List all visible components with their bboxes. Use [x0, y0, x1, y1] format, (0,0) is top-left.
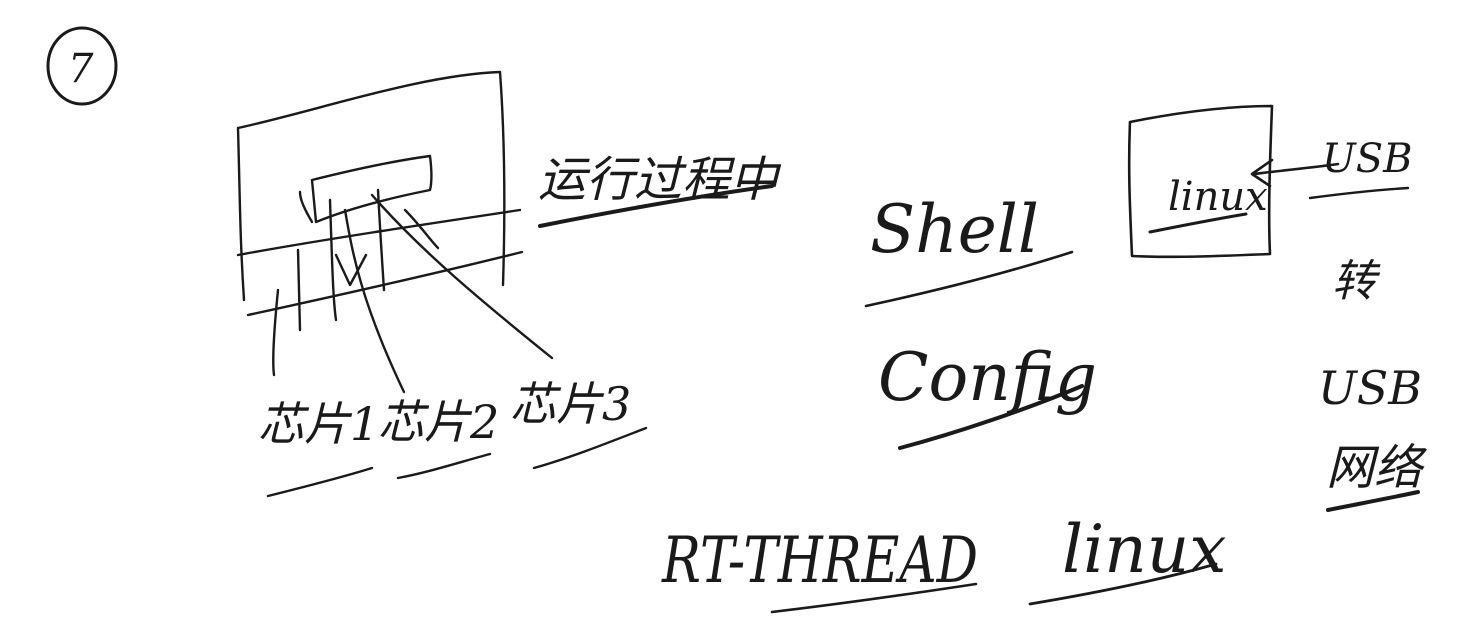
- linux-bottom-text: linux: [1062, 511, 1226, 588]
- vline-2: [328, 198, 338, 322]
- rtos-underline: [770, 582, 978, 614]
- usb-mid-text: USB: [1318, 361, 1422, 415]
- usb-arrow: [1250, 158, 1340, 188]
- leader-1: [272, 288, 280, 377]
- linux-bottom-underline: [1028, 562, 1218, 606]
- linux-box-underline: [1148, 212, 1248, 234]
- inner-chip: [310, 154, 433, 224]
- side-char: 转: [1332, 256, 1381, 307]
- step-circle: [46, 26, 118, 106]
- caption-text: 运行过程中: [538, 152, 782, 208]
- leader-3: [370, 193, 554, 360]
- chip-diagram: [236, 70, 554, 394]
- shell-text: Shell: [870, 191, 1039, 268]
- vline-1: [296, 248, 302, 332]
- underline-chip-3: [532, 426, 648, 470]
- config-underline: [898, 384, 1084, 450]
- chip-label-3: 芯片3: [510, 377, 631, 431]
- config-text: Config: [878, 339, 1097, 416]
- board-outline: [236, 70, 506, 302]
- caption-underline: [538, 184, 774, 228]
- usb-net: 网络: [1326, 440, 1427, 512]
- shell-underline: [864, 250, 1074, 308]
- chip-labels: 芯片1 芯片2 芯片3: [258, 377, 648, 498]
- chip-label-1: 芯片1: [258, 397, 379, 451]
- leader-3-hook: [403, 208, 440, 250]
- underline-chip-1: [266, 466, 374, 498]
- shell-term: Shell: [864, 191, 1074, 308]
- usb-top-text: USB: [1322, 136, 1413, 182]
- inner-chip-top: [298, 190, 314, 224]
- leader-2: [343, 208, 406, 394]
- usb-net-text: 网络: [1326, 440, 1427, 496]
- rail-lower: [246, 250, 524, 317]
- rtos-text: RT-THREAD: [661, 524, 978, 598]
- linux-box-text: linux: [1168, 174, 1268, 220]
- caption: 运行过程中: [538, 152, 782, 228]
- leader-2-arrow: [334, 253, 368, 287]
- underline-chip-2: [396, 452, 492, 480]
- step-number: 7: [68, 46, 94, 92]
- step-marker: 7: [46, 26, 118, 106]
- linux-bottom-term: linux: [1028, 511, 1226, 606]
- linux-box: [1127, 104, 1274, 259]
- rail-upper: [236, 208, 522, 257]
- usb-top-underline: [1308, 186, 1410, 200]
- config-term: Config: [878, 339, 1097, 450]
- usb-net-underline: [1326, 490, 1420, 512]
- linux-box-group: linux USB: [1127, 104, 1413, 259]
- rtos-term: RT-THREAD: [661, 524, 978, 614]
- chip-label-2: 芯片2: [378, 395, 499, 449]
